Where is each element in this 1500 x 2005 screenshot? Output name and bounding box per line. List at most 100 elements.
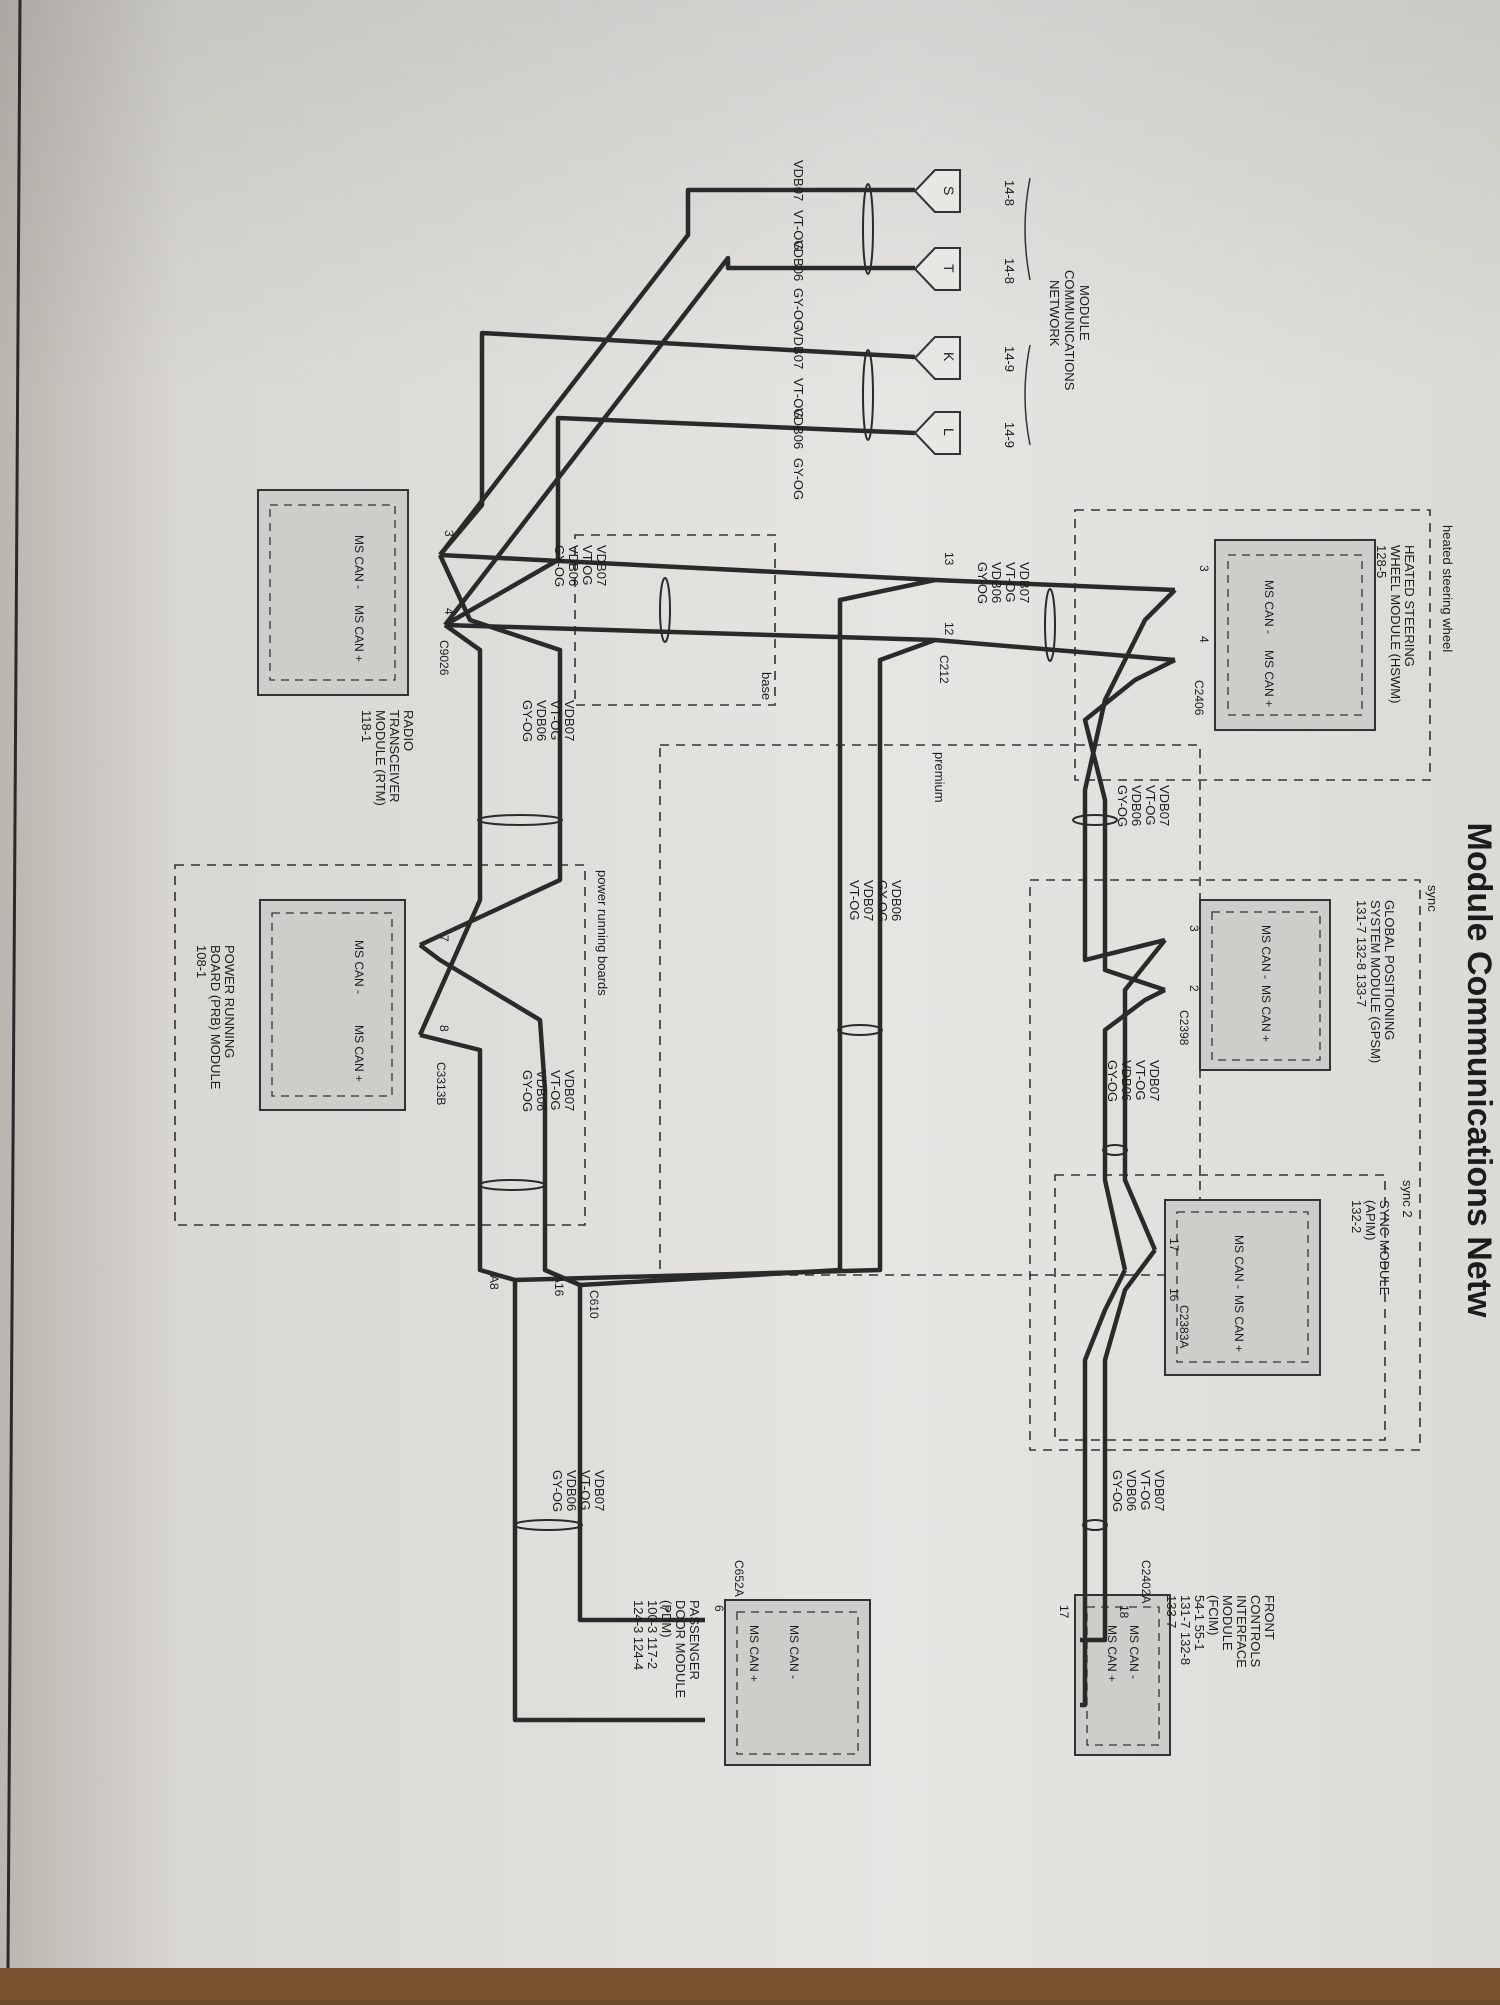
- network-ref-t-color: GY-OG: [791, 288, 806, 330]
- rtm-pin-can-minus: MS CAN -: [352, 535, 366, 589]
- twist-prb-out: [478, 1179, 546, 1191]
- wire-prb-c610-gy: [419, 1032, 516, 1283]
- hswm-pin-num-3: 3: [1197, 565, 1211, 572]
- network-ref-k: K 14-9 VDB07 VT-OG: [791, 328, 1017, 418]
- wire-rtm-prb-vt: [419, 554, 563, 948]
- sync2-box: [1054, 1174, 1386, 1441]
- wire-pair-label-c212_out-1: VT-OG: [1003, 562, 1018, 602]
- twist-c212-out: [1044, 588, 1056, 662]
- network-ref-s-letter: S: [941, 186, 957, 195]
- fcim-pin-can-minus: MS CAN -: [1127, 1625, 1141, 1679]
- wire-pair-label-rtm_out-2: VDB06: [534, 700, 549, 741]
- twist-base: [659, 577, 671, 643]
- premium-label: premium: [932, 752, 947, 803]
- wire-apim-fcim-gy: [1080, 1268, 1128, 1708]
- gpsm-pin-can-plus: MS CAN +: [1259, 985, 1273, 1042]
- prb-pin-can-plus: MS CAN +: [352, 1025, 366, 1082]
- apim-name-line3: 132-2: [1349, 1200, 1364, 1233]
- network-ref-s-pair: VDB07: [791, 160, 806, 201]
- module-boxes: [257, 489, 1376, 1766]
- hswm-pin-can-minus: MS CAN -: [1262, 580, 1276, 634]
- pdm-connector: C652A: [732, 1560, 746, 1597]
- twist-premium: [837, 1024, 883, 1036]
- rtm-name-line1: RADIO: [401, 710, 416, 751]
- fcim-name-line7: 131-7 132-8: [1178, 1595, 1193, 1665]
- wire-pair-label-hsw_out-2: VDB06: [1129, 785, 1144, 826]
- rtm-connector: C9026: [437, 640, 451, 676]
- network-ref-k-letter: K: [941, 352, 957, 362]
- sync-label: sync: [1425, 885, 1440, 912]
- wire-l: [443, 415, 916, 627]
- gpsm-pin-num-3: 3: [1187, 925, 1201, 932]
- apim-pin-num-17: 17: [1167, 1238, 1181, 1252]
- gpsm-connector: C2398: [1177, 1010, 1191, 1046]
- wire-pair-label-premium-1: GY-OG: [875, 880, 890, 922]
- fcim-name-line3: INTERFACE: [1234, 1595, 1249, 1668]
- gpsm-name-line3: 131-7 132-8 133-7: [1354, 900, 1369, 1007]
- wire-hsw-gps-vt: [1082, 588, 1177, 963]
- wire-gps-apim-vt: [1122, 938, 1167, 1251]
- c610-connector: C610: [587, 1290, 601, 1319]
- c610-pin-a16: A16: [552, 1275, 566, 1297]
- network-label-line3: NETWORK: [1047, 280, 1062, 347]
- prb-module: [259, 899, 406, 1111]
- wire-pair-label-rtm_out-0: VDB07: [562, 700, 577, 741]
- gpsm-pin-num-2: 2: [1187, 985, 1201, 992]
- gpsm-module: [1199, 899, 1331, 1071]
- wire-pair-label-base-0: VDB07: [594, 545, 609, 586]
- prb-pin-num-7: 7: [437, 935, 451, 942]
- wire-c610-pdm-gy: [512, 1280, 705, 1723]
- network-ref-l-letter: L: [941, 428, 957, 436]
- wire-pair-label-rtm_out-3: GY-OG: [520, 700, 535, 742]
- wire-s: [438, 187, 915, 557]
- fcim-pin-can-plus: MS CAN +: [1105, 1625, 1119, 1682]
- wire-pair-label-pdm_in-1: VT-OG: [578, 1470, 593, 1510]
- fcim-name-line5: (FCIM): [1206, 1595, 1221, 1635]
- hswm-name-line1: HEATED STEERING: [1402, 545, 1417, 667]
- twist-rtm-out: [477, 814, 563, 826]
- network-refs: S 14-8 VDB07 VT-OG T 14-8 VDB06 GY-OG K …: [791, 160, 1092, 500]
- pdm-pin-can-minus: MS CAN -: [787, 1625, 801, 1679]
- wire-premium-vt: [579, 577, 936, 1288]
- network-ref-t-pair: VDB06: [791, 240, 806, 281]
- network-ref-k-pair: VDB07: [791, 328, 806, 369]
- wire-hsw-gps-gy: [1082, 657, 1177, 993]
- twist-s-t: [862, 183, 874, 275]
- wire-pair-label-premium-3: VT-OG: [847, 880, 862, 920]
- fcim-name-line1: FRONT: [1262, 1595, 1277, 1640]
- wire-pair-label-rtm_out-1: VT-OG: [548, 700, 563, 740]
- prb-label: power running boards: [595, 870, 610, 996]
- fcim-name-line6: 54-1 55-1: [1192, 1595, 1207, 1651]
- wire-pair-label-base-1: VT-OG: [580, 545, 595, 585]
- fcim-connector: C2402A: [1139, 1560, 1153, 1603]
- network-ref-t: T 14-8 VDB06 GY-OG: [791, 240, 1017, 330]
- heated-steering-label: heated steering wheel: [1440, 525, 1455, 652]
- network-ref-s-page: 14-8: [1002, 180, 1017, 206]
- twist-hsw-out: [1072, 814, 1118, 826]
- c212-pin-12: 12: [942, 622, 956, 636]
- gpsm-name-line2: SYSTEM MODULE (GPSM): [1368, 900, 1383, 1063]
- twist-gpsm-out: [1102, 1144, 1128, 1156]
- wire-k: [438, 330, 916, 557]
- wire-pair-label-fcim_in-1: VT-OG: [1138, 1470, 1153, 1510]
- wire-apim-fcim-vt: [1080, 1248, 1157, 1643]
- hswm-module: [1214, 539, 1376, 731]
- apim-name-line2: (APIM): [1363, 1200, 1378, 1240]
- hswm-connector: C2406: [1192, 680, 1206, 716]
- network-ref-s-color: VT-OG: [791, 210, 806, 250]
- prb-pin-can-minus: MS CAN -: [352, 940, 366, 994]
- hswm-name-line3: 128-5: [1374, 545, 1389, 578]
- rtm-name-line3: MODULE (RTM): [373, 710, 388, 806]
- page-border-line: [6, 0, 22, 1969]
- prb-name-line3: 108-1: [194, 945, 209, 978]
- pdm-pin-num-7: 7: [657, 1605, 671, 1612]
- wire-c610-pdm-vt: [577, 1285, 705, 1623]
- apim-connector: C2383A: [1177, 1305, 1191, 1348]
- network-ref-l-page: 14-9: [1002, 422, 1017, 448]
- gpsm-name-line1: GLOBAL POSITIONING: [1382, 900, 1397, 1040]
- wire-premium-gy: [514, 637, 936, 1283]
- rtm-pin-can-plus: MS CAN +: [352, 605, 366, 662]
- wire-pair-label-prb_out-0: VDB07: [562, 1070, 577, 1111]
- prb-pin-num-8: 8: [437, 1025, 451, 1032]
